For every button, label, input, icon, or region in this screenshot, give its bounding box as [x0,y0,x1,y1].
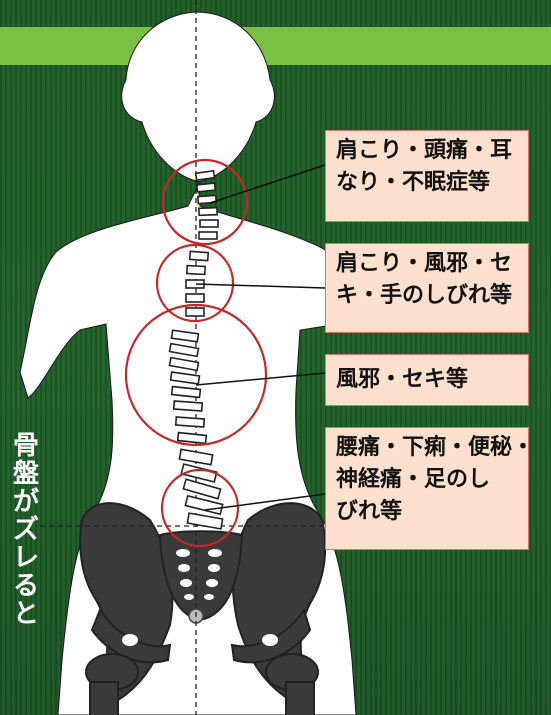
callout-line: 肩こり・風邪・セ [336,248,518,280]
side-label-char: レ [10,544,42,572]
side-label-pelvis-misaligned: 骨 盤 が ズ レ る と [10,432,42,628]
callout-lower-back-symptoms: 腰痛・下痢・便秘・ 神経痛・足のし びれ等 [325,427,529,550]
callout-line: 腰痛・下痢・便秘・ [336,432,518,464]
side-label-char: る [10,572,42,600]
callout-line: びれ等 [336,496,518,528]
callout-upper-back-symptoms: 肩こり・風邪・セ キ・手のしびれ等 [325,243,529,333]
callout-line: なり・不眠症等 [336,167,518,199]
callout-line: 肩こり・頭痛・耳 [336,135,518,167]
side-label-char: 盤 [10,460,42,488]
header-banner [0,27,551,65]
callout-line: 風邪・セキ等 [336,359,518,401]
side-label-char: と [10,600,42,628]
side-label-char: ズ [10,516,42,544]
callout-mid-back-symptoms: 風邪・セキ等 [325,354,529,406]
callout-line: 神経痛・足のし [336,464,518,496]
side-label-char: 骨 [10,432,42,460]
callout-line: キ・手のしびれ等 [336,280,518,312]
callout-neck-symptoms: 肩こり・頭痛・耳 なり・不眠症等 [325,130,529,222]
side-label-char: が [10,488,42,516]
